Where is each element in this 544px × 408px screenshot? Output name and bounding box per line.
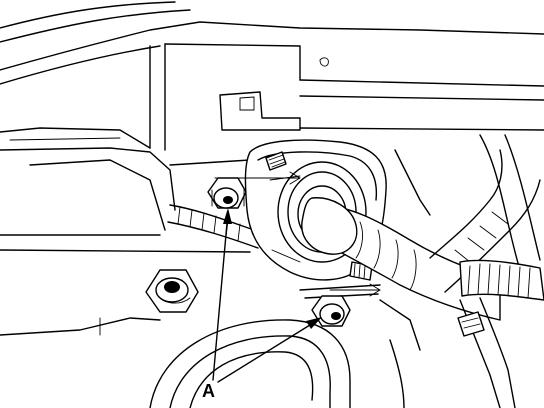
left-harness	[167, 204, 261, 249]
main-harness	[301, 149, 544, 408]
callout-label-a: A	[202, 381, 215, 401]
flange-nut-lower-icon	[311, 295, 351, 327]
clip-parts	[299, 284, 421, 408]
body-panel	[0, 1, 544, 271]
callout-leaders	[212, 208, 322, 383]
stud-upper	[265, 151, 287, 171]
lower-components	[0, 317, 351, 408]
install-arrows	[214, 171, 381, 297]
large-nut-icon	[145, 269, 199, 313]
flange-nut-upper-icon	[207, 177, 247, 209]
